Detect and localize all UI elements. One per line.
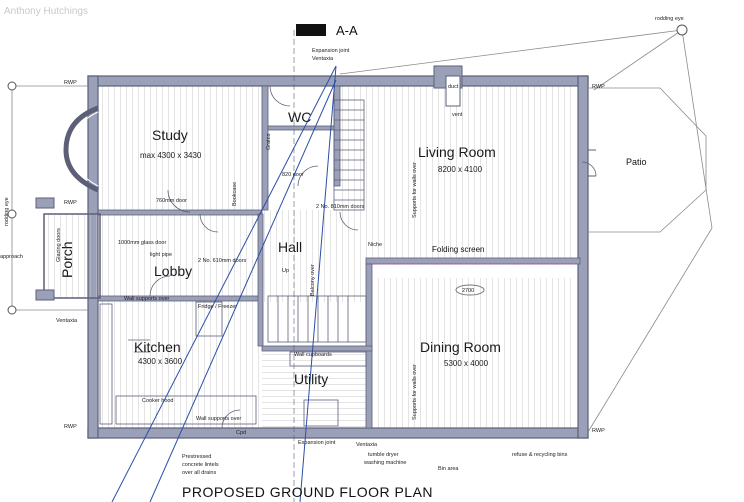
room-utility: Utility (294, 371, 328, 387)
note-wall-cupboard: Wall cupboards (294, 352, 332, 358)
note-doors-610: 2 No. 610mm doors (198, 258, 247, 264)
note-over-all-drains: over all drains (182, 470, 216, 476)
study-floor (98, 86, 266, 212)
circle-mark-label: 2700 (462, 288, 474, 294)
plan-title: PROPOSED GROUND FLOOR PLAN (182, 484, 433, 500)
kitchen-floor (98, 300, 260, 428)
living-floor (340, 86, 576, 258)
note-wall-supports: Wall supports over (124, 296, 170, 302)
note-supports-dining: Supports for walls over (412, 364, 418, 420)
rodding-eye-top-marker (676, 24, 688, 36)
note-supports-living: Supports for walls over (412, 162, 418, 218)
note-door-820: 820 door (282, 172, 304, 178)
dim-study: max 4300 x 3430 (140, 151, 202, 160)
door-swings (149, 85, 597, 429)
room-patio: Patio (626, 157, 647, 167)
note-rwp-tl: RWP (64, 80, 77, 86)
note-refuse: refuse & recycling bins (512, 452, 568, 458)
note-doors-2x810: 2 No. 810mm doors (316, 204, 365, 210)
note-porch-doors: Glazing doors (56, 228, 62, 262)
note-ventaxia-left: Ventaxia (56, 318, 78, 324)
note-light-pipe: light pipe (150, 252, 172, 258)
internal-walls (97, 85, 581, 429)
room-wc: WC (288, 109, 311, 125)
vent-label: vent (452, 112, 463, 118)
drainage-lines (11, 29, 713, 433)
porch-box (43, 213, 101, 299)
note-presstressed: Prestressed (182, 454, 211, 460)
note-rodding-eye-top: rodding eye (655, 16, 684, 22)
note-rwp-tr: RWP (592, 84, 605, 90)
note-door-760: 760mm door (156, 198, 187, 204)
note-concrete-lintels: concrete lintels (182, 462, 219, 468)
drain-node-left (7, 305, 17, 315)
note-approach: approach (0, 254, 23, 260)
room-hall: Hall (278, 239, 302, 255)
patio-outline (588, 87, 707, 233)
note-wall-supports-b: Wall supports over (196, 416, 242, 422)
dim-dining: 5300 x 4000 (444, 359, 489, 368)
note-expansion-bottom: Expansion joint (298, 440, 336, 446)
utility-floor (262, 350, 372, 428)
note-ventaxia-top: Ventaxia (312, 56, 334, 62)
note-washing-machine: washing machine (363, 460, 407, 466)
room-dining: Dining Room (420, 339, 501, 355)
note-rwp-br: RWP (592, 428, 605, 434)
note-expansion-top: Expansion joint (312, 48, 350, 54)
room-lobby: Lobby (154, 263, 192, 279)
room-porch: Porch (59, 241, 75, 278)
note-ventaxia-bottom: Ventaxia (356, 442, 378, 448)
room-living: Living Room (418, 144, 496, 160)
utility-fittings (289, 351, 367, 427)
section-marker-flag (296, 24, 326, 36)
circle-mark (455, 284, 485, 296)
section-marker-label: A-A (336, 23, 358, 38)
note-rodding-eye-left: rodding eye (4, 197, 10, 226)
note-up: Up (282, 268, 289, 274)
note-tumble-dryer: tumble dryer (368, 452, 399, 458)
room-study: Study (152, 127, 188, 143)
dim-living: 8200 x 4100 (438, 165, 483, 174)
room-kitchen: Kitchen (134, 339, 181, 355)
note-fridge: Fridge / Freezer (198, 304, 237, 310)
note-rwp-ml: RWP (64, 200, 77, 206)
note-cooker-hood: Cooker hood (142, 398, 174, 404)
note-niche: Niche (368, 242, 382, 248)
note-folding-screen: Folding screen (432, 245, 484, 254)
duct-label: duct (448, 84, 459, 90)
note-cpd: Cpd (236, 430, 246, 436)
dining-floor (372, 278, 576, 428)
duct-box (445, 75, 461, 107)
drain-node-mid (7, 209, 17, 219)
kitchen-units (99, 301, 257, 425)
lobby-floor (98, 214, 262, 298)
hall-floor (262, 210, 372, 302)
note-balcony-over: Balcony over (310, 264, 316, 296)
note-grates: Grates (266, 133, 272, 150)
note-bin-area: Bin area (438, 466, 459, 472)
note-rwp-bl: RWP (64, 424, 77, 430)
note-glass-door: 1000mm glass door (118, 240, 166, 246)
rodding-eye-left-marker (7, 81, 17, 91)
note-bookcase: Bookcase (232, 182, 238, 206)
author-credit: Anthony Hutchings (4, 6, 88, 17)
dim-kitchen: 4300 x 3600 (138, 357, 183, 366)
blue-drain-lines (111, 65, 337, 502)
bay-window-study (63, 105, 100, 193)
